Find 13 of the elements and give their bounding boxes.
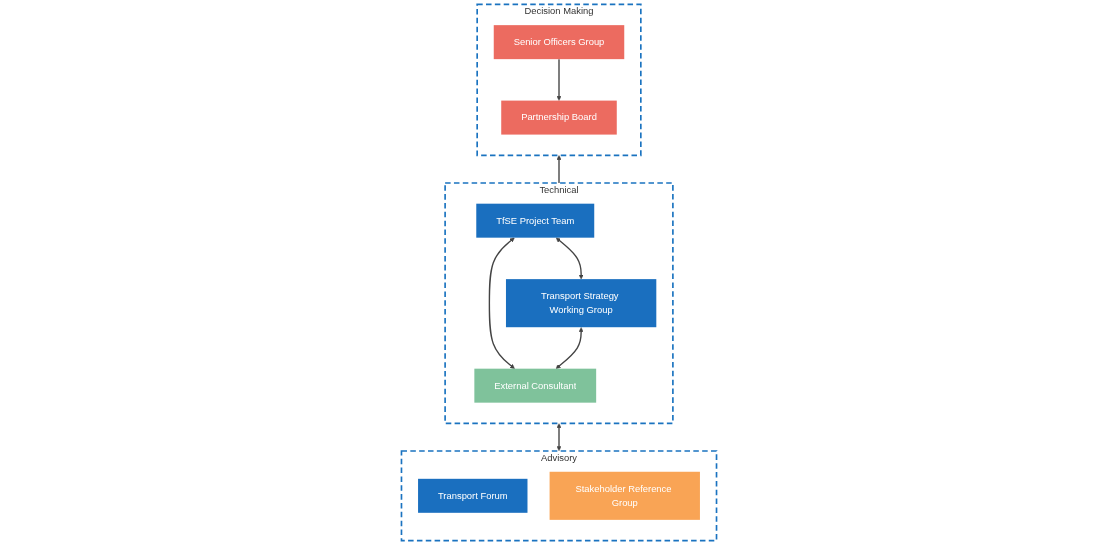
node-box: Senior Officers Group: [493, 25, 625, 60]
arrow: [556, 58, 562, 101]
arrow: [555, 327, 584, 369]
node-box: Stakeholder Reference Group: [549, 471, 700, 520]
arrow: [488, 237, 515, 369]
node-box: Partnership Board: [501, 100, 617, 135]
node-box: Transport Forum: [418, 478, 528, 513]
arrow: [555, 237, 584, 280]
arrow: [556, 423, 562, 452]
node-box: External Consultant: [474, 368, 597, 403]
node-box: TfSE Project Team: [476, 203, 595, 238]
node-box: Transport Strategy Working Group: [505, 279, 657, 328]
arrow: [556, 155, 562, 184]
